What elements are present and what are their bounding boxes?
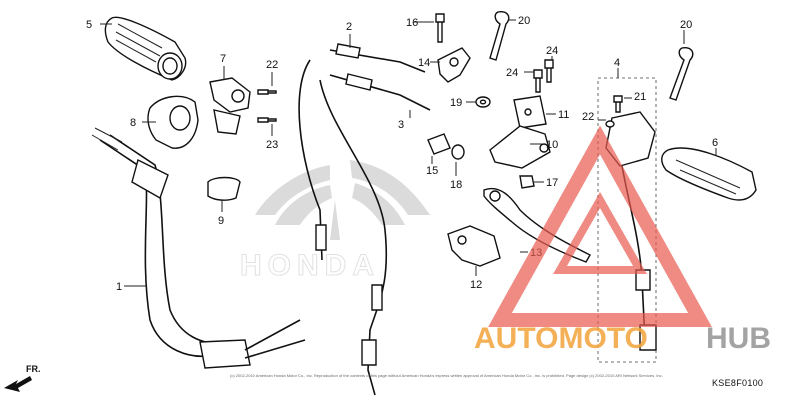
callout-16: 16 xyxy=(406,17,418,29)
callout-9: 9 xyxy=(218,215,224,227)
callout-7: 7 xyxy=(220,53,226,65)
throttle-sleeve[interactable] xyxy=(207,176,241,201)
screw-21[interactable] xyxy=(613,95,623,113)
callout-14: 14 xyxy=(418,57,430,69)
screw-23-lower[interactable] xyxy=(257,117,277,123)
lever-bracket[interactable] xyxy=(437,47,471,83)
callout-1: 1 xyxy=(116,281,122,293)
callout-23-upper: 22 xyxy=(266,59,278,71)
lever-holder-11[interactable] xyxy=(513,95,547,129)
callout-18: 18 xyxy=(450,179,462,191)
throttle-housing-lower[interactable] xyxy=(147,95,199,149)
callout-17: 17 xyxy=(546,177,558,189)
callout-15: 15 xyxy=(426,165,438,177)
honda-wordmark: HONDA xyxy=(240,249,380,282)
callout-22: 22 xyxy=(582,111,594,123)
nut-17[interactable] xyxy=(519,175,535,189)
callout-24-upper: 24 xyxy=(546,45,558,57)
automotohub-watermark: AUTOMOTO HUB xyxy=(474,125,771,355)
callout-24-lower: 24 xyxy=(506,67,518,79)
left-grip[interactable] xyxy=(104,16,187,81)
lever-holder-12[interactable] xyxy=(447,225,501,267)
copyright-note: (c) 2002-2010 American Honda Motor Co., … xyxy=(230,373,663,378)
callout-10: 10 xyxy=(546,139,558,151)
screw-23-upper[interactable] xyxy=(257,89,277,95)
callout-4: 4 xyxy=(614,57,620,69)
callout-2: 2 xyxy=(346,21,352,33)
cable-band-left[interactable] xyxy=(489,10,510,61)
callout-8: 8 xyxy=(130,117,136,129)
callout-labels: 5 2 7 8 9 22 23 1 3 16 14 19 20 20 24 24… xyxy=(86,15,718,293)
front-direction-arrow: FR. xyxy=(4,364,41,392)
diagram-code: KSE8F0100 xyxy=(712,378,764,388)
callout-5: 5 xyxy=(86,19,92,31)
adjuster-15[interactable] xyxy=(427,133,451,155)
clutch-cable-3[interactable] xyxy=(319,73,431,396)
throttle-housing-upper[interactable] xyxy=(209,77,251,135)
callout-3: 3 xyxy=(398,119,404,131)
callout-20-left: 20 xyxy=(518,15,530,27)
bolt-24-upper[interactable] xyxy=(544,59,554,83)
lever-bracket-10[interactable] xyxy=(489,125,551,169)
callout-11: 11 xyxy=(558,109,569,121)
right-grip[interactable] xyxy=(661,147,757,201)
bolt-24-lower[interactable] xyxy=(533,69,543,93)
clutch-cable-2[interactable] xyxy=(298,43,426,261)
cable-band-right[interactable] xyxy=(669,46,694,101)
bolt-16[interactable] xyxy=(435,13,445,43)
nut-18[interactable] xyxy=(451,144,465,160)
callout-12: 12 xyxy=(470,279,482,291)
clutch-lever[interactable] xyxy=(483,187,591,263)
watermark-auto-text: AUTOMOTO xyxy=(474,322,648,355)
callout-21: 21 xyxy=(634,91,646,103)
callout-19: 19 xyxy=(450,97,462,109)
washer-22[interactable] xyxy=(605,120,615,128)
front-direction-label: FR. xyxy=(26,364,41,374)
watermark-hub-text: HUB xyxy=(706,322,771,355)
honda-wing-logo: HONDA xyxy=(240,160,430,283)
washer-19[interactable] xyxy=(475,96,491,108)
callout-20-right: 20 xyxy=(680,19,692,31)
callout-23-lower: 23 xyxy=(266,139,278,151)
throttle-cable-assembly[interactable] xyxy=(91,127,306,369)
callout-6: 6 xyxy=(712,137,718,149)
